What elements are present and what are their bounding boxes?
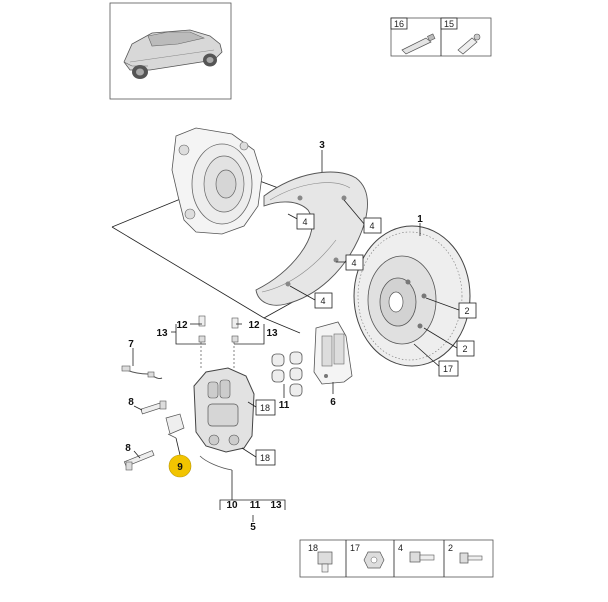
flange-bolt-icon	[317, 551, 333, 573]
bleed-screw-right[interactable]	[231, 317, 239, 343]
highlight-marker	[168, 454, 192, 478]
callout-18-a[interactable]: 18	[260, 403, 270, 413]
legend-number-16: 16	[394, 19, 404, 29]
bleed-screw-left[interactable]	[198, 315, 206, 343]
callout-4-d[interactable]: 4	[320, 296, 325, 306]
top-legend: 16 15	[390, 17, 492, 57]
callout-1[interactable]: 1	[417, 214, 423, 225]
callout-12-b[interactable]: 12	[248, 320, 260, 331]
bottom-legend: 18 17 4 2	[299, 539, 494, 578]
callout-11-a[interactable]: 11	[279, 400, 290, 411]
callout-8-a[interactable]: 8	[128, 397, 134, 408]
vehicle-thumbnail[interactable]	[109, 2, 232, 100]
brake-caliper[interactable]	[193, 367, 255, 471]
callout-7[interactable]: 7	[128, 339, 134, 350]
hex-bolt-icon	[409, 551, 435, 563]
callout-18-b[interactable]: 18	[260, 453, 270, 463]
wear-sensor[interactable]	[121, 365, 163, 379]
legend-number-15: 15	[444, 19, 454, 29]
retaining-spring[interactable]	[165, 413, 185, 439]
callout-4-b[interactable]: 4	[369, 221, 374, 231]
dust-shield[interactable]	[255, 171, 368, 306]
legend-number-18: 18	[308, 543, 318, 553]
callout-4-c[interactable]: 4	[351, 258, 356, 268]
callout-2-a[interactable]: 2	[464, 306, 469, 316]
callout-11-b[interactable]: 11	[250, 500, 261, 511]
callout-4-a[interactable]: 4	[302, 217, 307, 227]
legend-number-4: 4	[398, 543, 403, 553]
callout-2-b[interactable]: 2	[462, 344, 467, 354]
legend-number-2: 2	[448, 543, 453, 553]
callout-17[interactable]: 17	[443, 364, 453, 374]
legend-number-17: 17	[350, 543, 360, 553]
callout-10[interactable]: 10	[226, 500, 238, 511]
callout-6[interactable]: 6	[330, 397, 336, 408]
highlighted-callout-9[interactable]: 9	[168, 454, 192, 478]
callout-13-a[interactable]: 13	[156, 328, 168, 339]
callout-8-b[interactable]: 8	[125, 443, 131, 454]
callout-13-c[interactable]: 13	[270, 500, 282, 511]
callout-9[interactable]: 9	[177, 462, 183, 473]
callout-13-b[interactable]: 13	[266, 328, 278, 339]
brake-pads[interactable]	[271, 351, 303, 397]
brake-disc[interactable]	[353, 225, 471, 367]
nut-icon	[363, 551, 385, 569]
caliper-bolt-upper[interactable]	[140, 400, 167, 415]
callout-12-a[interactable]: 12	[176, 320, 188, 331]
leader-lines	[132, 150, 460, 522]
pad-carrier[interactable]	[313, 321, 353, 385]
paste-tube-icon	[457, 33, 481, 55]
callout-3[interactable]: 3	[319, 140, 325, 151]
callout-labels: 3 1 4 4 4 4 2 2 17 18 18 12 12 13 13 7 8…	[125, 140, 477, 533]
wheel-hub[interactable]	[171, 127, 263, 235]
callout-5[interactable]: 5	[250, 522, 256, 533]
grease-tube-icon	[401, 33, 436, 55]
countersunk-screw-icon	[459, 552, 483, 564]
car-icon	[123, 29, 223, 79]
